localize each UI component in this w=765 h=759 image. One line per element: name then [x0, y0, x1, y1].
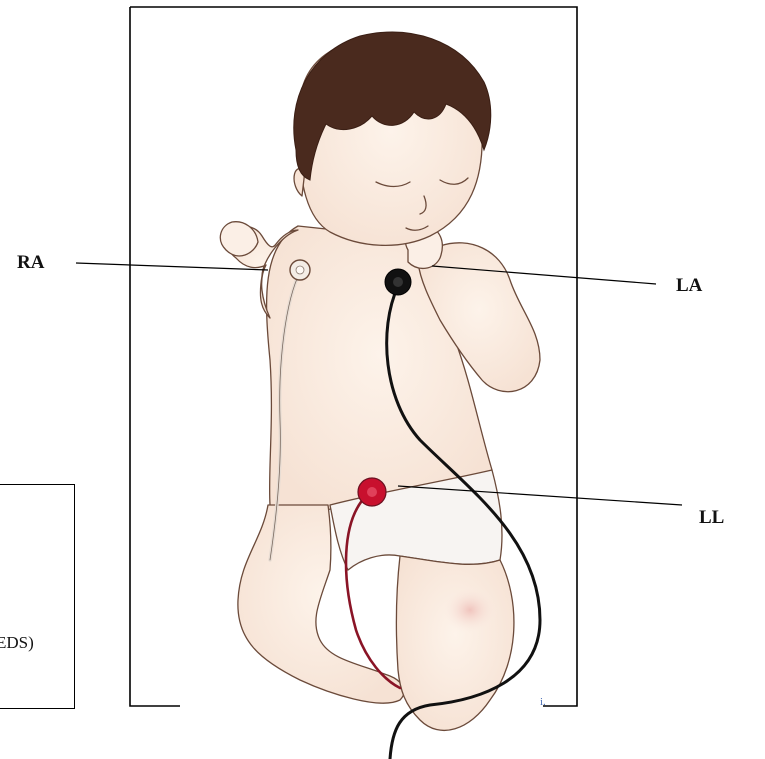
la-electrode-center	[393, 277, 403, 287]
ll-electrode-center	[367, 487, 377, 497]
ra-label: RA	[17, 253, 44, 272]
knee-blush	[442, 586, 498, 634]
ll-label: LL	[699, 508, 724, 527]
ra-leader-line	[76, 263, 268, 270]
ra-electrode-center	[296, 266, 304, 274]
la-label: LA	[676, 276, 702, 295]
cropped-side-box-text: EDS)	[0, 633, 34, 653]
left-leg	[396, 556, 514, 730]
cropped-side-box: EDS)	[0, 484, 75, 709]
stray-caption-fragment: i.	[540, 696, 546, 708]
infant-figure	[220, 38, 540, 731]
right-hand	[220, 222, 258, 256]
